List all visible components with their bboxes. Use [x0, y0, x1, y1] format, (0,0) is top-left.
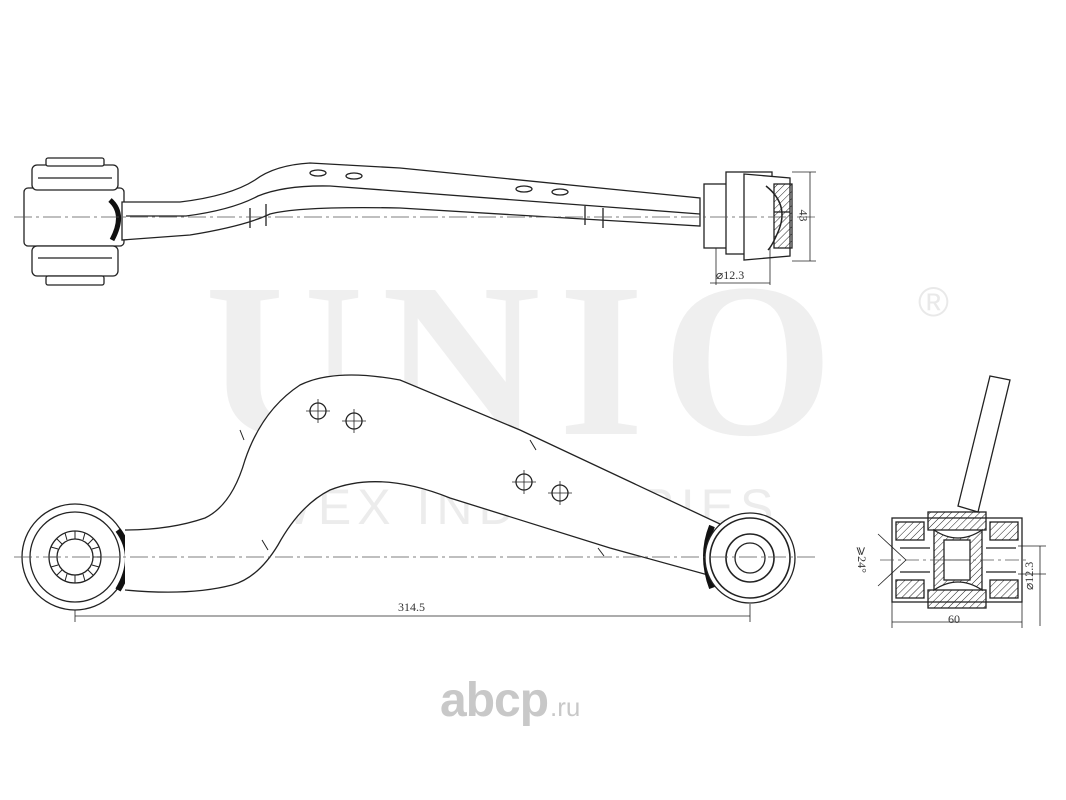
right-bushing-side [703, 171, 793, 261]
right-eye [703, 512, 796, 604]
dimension-bushing-length: 60 [948, 612, 960, 626]
plan-view [14, 374, 815, 622]
arm-body-plan [124, 374, 721, 593]
plan-holes [306, 399, 572, 505]
site-logo-tld: .ru [550, 691, 581, 722]
top-view [14, 157, 818, 286]
arm-body-side [121, 162, 701, 241]
dimension-top-diameter: ⌀12.3 [716, 268, 745, 282]
dimension-overall-length: 314.5 [398, 600, 425, 614]
left-bushing-side [23, 157, 125, 286]
bushing-section [877, 375, 1046, 628]
dimension-bushing-diameter: ⌀12.3 [1022, 561, 1036, 590]
dimension-height-43: 43 [796, 209, 811, 222]
site-logo: abcp .ru [440, 670, 580, 730]
site-logo-main: abcp [440, 673, 549, 727]
dimension-bushing-angle: ⩾24° [854, 546, 869, 573]
watermark-registered-mark: ® [918, 278, 949, 325]
